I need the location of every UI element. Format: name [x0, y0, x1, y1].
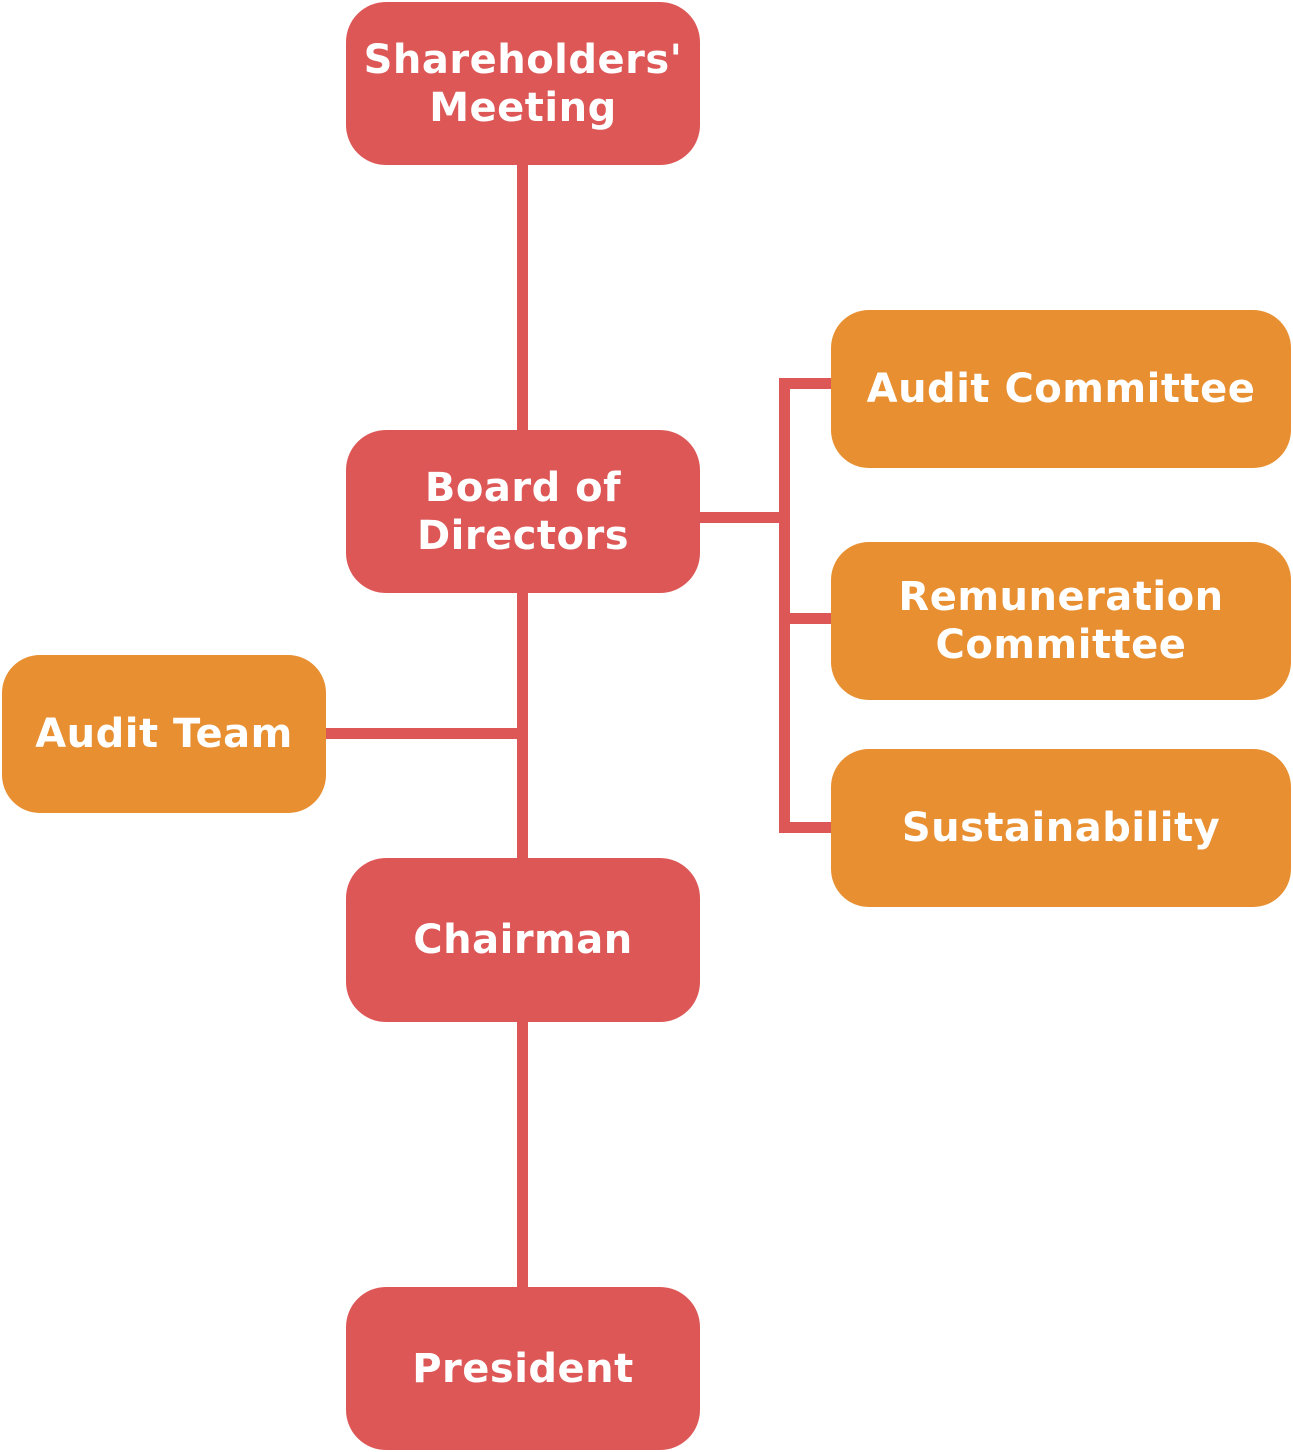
connector-chairman-president	[517, 1021, 528, 1288]
node-chairman: Chairman	[346, 858, 700, 1022]
connector-remuneration-committee	[779, 613, 833, 624]
connector-audit-committee	[779, 378, 833, 389]
node-audit-team: Audit Team	[2, 655, 326, 813]
node-shareholders-meeting: Shareholders' Meeting	[346, 2, 700, 165]
node-president: President	[346, 1287, 700, 1450]
connector-committees-bracket	[779, 378, 790, 833]
node-remuneration-committee: Remuneration Committee	[831, 542, 1291, 700]
connector-shareholders-board	[517, 163, 528, 431]
connector-board-chairman	[517, 592, 528, 860]
connector-audit-team	[326, 728, 522, 739]
connector-board-committees	[698, 512, 784, 523]
node-audit-committee: Audit Committee	[831, 310, 1291, 468]
node-board-of-directors: Board of Directors	[346, 430, 700, 593]
connector-sustainability	[779, 822, 833, 833]
node-sustainability: Sustainability	[831, 749, 1291, 907]
